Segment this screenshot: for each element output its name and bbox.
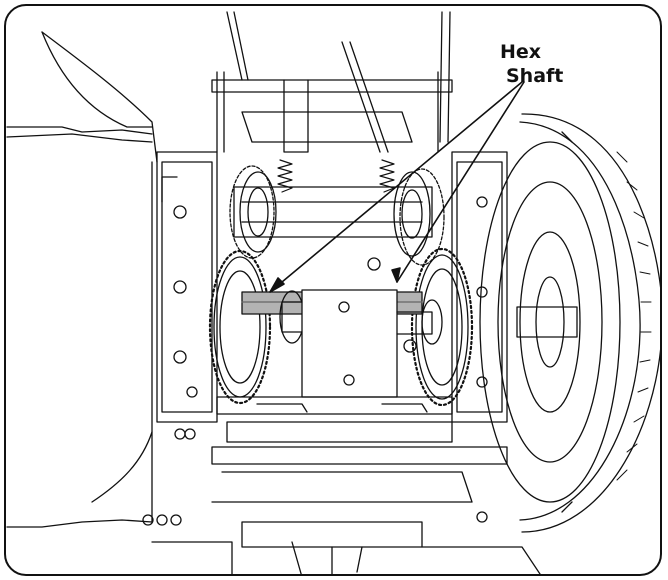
- callout-leader-lines: [269, 81, 525, 293]
- bolt-icon: [142, 257, 488, 526]
- side-plates: [156, 151, 508, 423]
- snowblower-drive-illustration: [6, 11, 660, 574]
- callout-line-1: Hex: [500, 41, 542, 63]
- right-wheel: [479, 113, 660, 533]
- hex-shaft-label: Hex Shaft: [500, 40, 563, 88]
- lower-frame: [151, 396, 541, 574]
- callout-line-2: Shaft: [506, 65, 564, 87]
- diagram-frame: Hex Shaft: [4, 4, 662, 576]
- upper-gear-assembly: [229, 165, 445, 266]
- spring-icon: [277, 159, 395, 193]
- tire-tread: [616, 151, 652, 481]
- center-bracket: [281, 289, 433, 398]
- left-wheel-housing: [6, 31, 158, 528]
- upper-frame: [211, 11, 453, 153]
- gear-icon: [208, 247, 474, 407]
